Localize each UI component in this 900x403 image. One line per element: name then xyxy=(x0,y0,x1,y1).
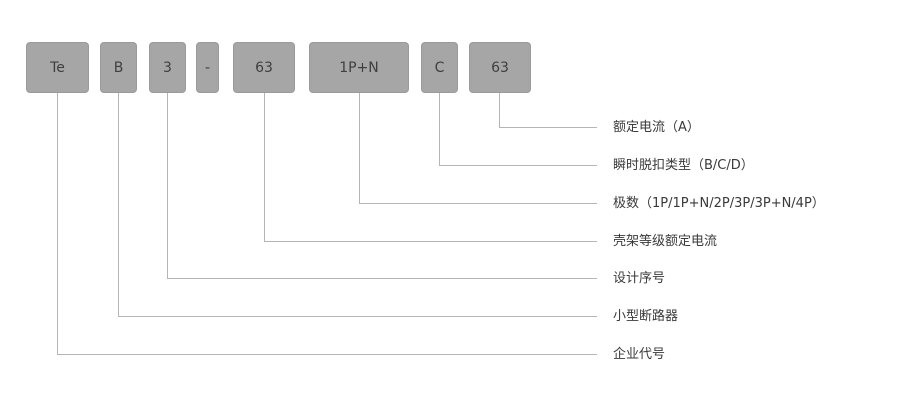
connector-design-number xyxy=(167,93,597,279)
label-rated-current: 额定电流（A） xyxy=(613,120,700,135)
connector-breaker-type xyxy=(118,93,597,317)
code-segment-separator: - xyxy=(196,42,219,93)
label-poles: 极数（1P/1P+N/2P/3P/3P+N/4P） xyxy=(613,196,825,211)
connector-company xyxy=(57,93,597,355)
code-segment-frame-current: 63 xyxy=(233,42,295,93)
connector-trip-type xyxy=(439,93,597,166)
connector-poles xyxy=(359,93,597,204)
code-segment-design-number: 3 xyxy=(149,42,186,93)
code-segment-trip-type: C xyxy=(421,42,458,93)
label-frame-current: 壳架等级额定电流 xyxy=(613,234,718,249)
label-trip-type: 瞬时脱扣类型（B/C/D） xyxy=(613,158,754,173)
label-design-number: 设计序号 xyxy=(613,271,666,286)
label-company-code: 企业代号 xyxy=(613,347,666,362)
connector-rated-current xyxy=(499,93,597,128)
code-segment-breaker-type: B xyxy=(100,42,137,93)
code-segment-rated-current: 63 xyxy=(469,42,531,93)
connector-frame-current xyxy=(264,93,597,242)
code-segment-company: Te xyxy=(26,42,89,93)
label-breaker-type: 小型断路器 xyxy=(613,309,679,324)
code-segment-poles: 1P+N xyxy=(309,42,409,93)
